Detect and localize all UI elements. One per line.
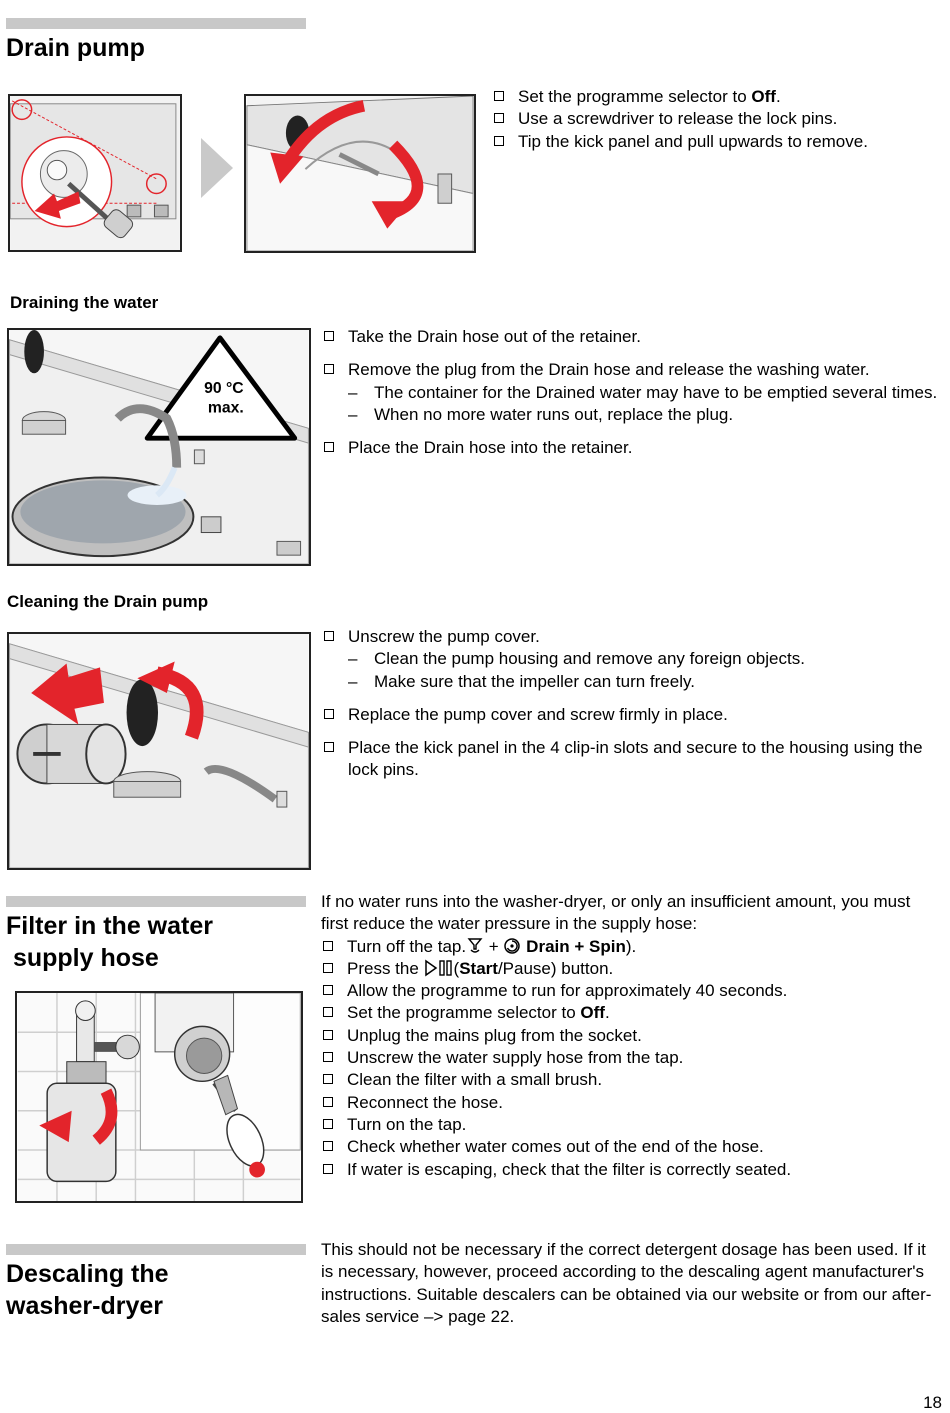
filter-intro: If no water runs into the washer-dryer, … bbox=[321, 892, 911, 934]
drain-pump-steps: Set the programme selector to Off. Use a… bbox=[492, 86, 932, 153]
list-item: Unscrew the water supply hose from the t… bbox=[321, 1047, 941, 1069]
list-item: The container for the Drained water may … bbox=[322, 382, 942, 405]
list-item: Set the programme selector to Off. bbox=[321, 1002, 941, 1024]
section-bar bbox=[6, 18, 306, 29]
list-item: Clean the pump housing and remove any fo… bbox=[322, 648, 942, 671]
list-item: Clean the filter with a small brush. bbox=[321, 1069, 941, 1091]
filter-content: If no water runs into the washer-dryer, … bbox=[321, 891, 941, 1181]
filter-title: Filter in the water supply hose bbox=[6, 912, 213, 972]
list-item: Replace the pump cover and screw firmly … bbox=[322, 704, 942, 726]
list-item: When no more water runs out, replace the… bbox=[322, 404, 942, 427]
list-item: Take the Drain hose out of the retainer. bbox=[322, 326, 942, 348]
filter-steps: Turn off the tap. + Drain + Spin). Press… bbox=[321, 936, 941, 1181]
list-item: Use a screwdriver to release the lock pi… bbox=[492, 108, 932, 130]
section-bar bbox=[6, 896, 306, 907]
start-pause-icon bbox=[424, 959, 452, 977]
list-item: Place the kick panel in the 4 clip-in sl… bbox=[322, 737, 942, 782]
list-item: Reconnect the hose. bbox=[321, 1092, 941, 1114]
list-item: If water is escaping, check that the fil… bbox=[321, 1159, 941, 1181]
cleaning-steps: Unscrew the pump cover. Clean the pump h… bbox=[322, 626, 942, 782]
drain-pump-title: Drain pump bbox=[6, 34, 145, 62]
draining-title: Draining the water bbox=[10, 293, 159, 312]
kick-panel-illustration bbox=[244, 94, 476, 253]
list-item: Allow the programme to run for approxima… bbox=[321, 980, 941, 1002]
list-item: Place the Drain hose into the retainer. bbox=[322, 437, 942, 459]
list-item: Unscrew the pump cover. bbox=[322, 626, 942, 648]
cleaning-title: Cleaning the Drain pump bbox=[7, 592, 209, 611]
next-step-arrow-icon bbox=[201, 138, 233, 198]
list-item: Press the (Start/Pause) button. bbox=[321, 958, 941, 980]
screwdriver-illustration bbox=[8, 94, 182, 252]
list-item: Check whether water comes out of the end… bbox=[321, 1136, 941, 1158]
list-item: Unplug the mains plug from the socket. bbox=[321, 1025, 941, 1047]
descaling-text: This should not be necessary if the corr… bbox=[321, 1240, 932, 1326]
list-item: Tip the kick panel and pull upwards to r… bbox=[492, 131, 932, 153]
temperature-warning-text: 90 °C bbox=[204, 380, 244, 397]
section-bar bbox=[6, 1244, 306, 1255]
page-number: 18 bbox=[923, 1393, 942, 1412]
list-item: Turn off the tap. + Drain + Spin). bbox=[321, 936, 941, 958]
list-item: Set the programme selector to Off. bbox=[492, 86, 932, 108]
filter-illustration bbox=[15, 991, 303, 1203]
list-item: Turn on the tap. bbox=[321, 1114, 941, 1136]
list-item: Make sure that the impeller can turn fre… bbox=[322, 671, 942, 694]
draining-illustration: 90 °C max. bbox=[7, 328, 311, 566]
temperature-max-text: max. bbox=[208, 400, 244, 417]
list-item: Remove the plug from the Drain hose and … bbox=[322, 359, 942, 381]
spin-icon bbox=[504, 937, 521, 954]
draining-steps: Take the Drain hose out of the retainer.… bbox=[322, 326, 942, 459]
pump-cover-illustration bbox=[7, 632, 311, 870]
drain-icon bbox=[467, 937, 483, 953]
